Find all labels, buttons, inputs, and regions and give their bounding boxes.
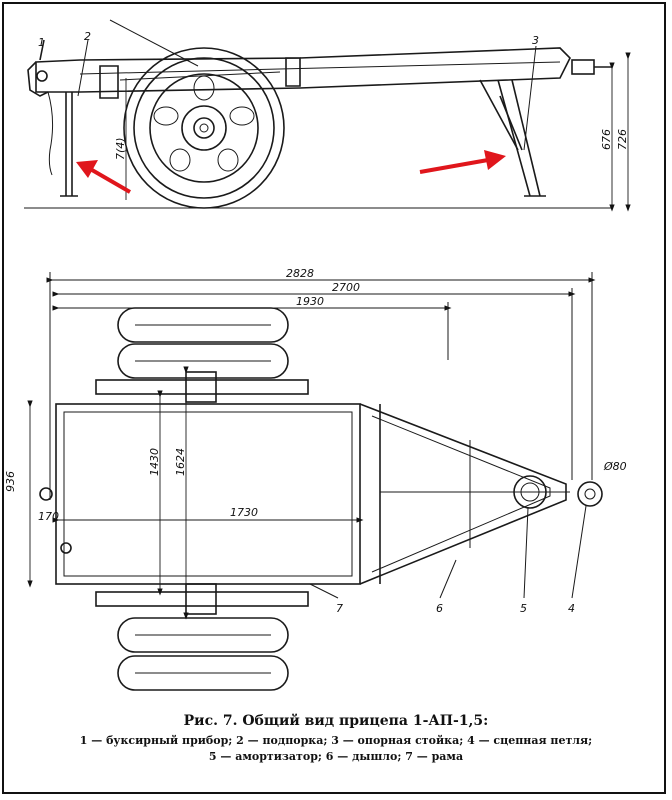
figure-caption: Рис. 7. Общий вид прицепа 1-АП-1,5: 1 — … [0,713,672,765]
dim-loop-80: Ø80 [603,460,627,473]
top-callout-6: 6 [436,602,443,615]
dim-1624: 1624 [174,448,187,476]
side-callout-3: 3 [532,34,539,47]
dim-170: 170 [38,510,59,523]
side-callout-1: 1 [38,36,45,49]
height-dim-726: 726 [616,129,629,150]
dim-936: 936 [4,471,17,492]
dim-2828: 2828 [286,267,314,280]
top-view [27,272,603,691]
top-callout-4: 4 [568,602,575,615]
figure-frame [2,2,666,794]
caption-legend-line-1: 1 — буксирный прибор; 2 — подпорка; 3 — … [79,734,593,747]
dim-1730: 1730 [230,506,258,519]
height-dim-676: 676 [600,129,613,150]
side-callout-2: 2 [84,30,91,43]
top-callout-5: 5 [520,602,527,615]
axle-dim: 7(4) [114,137,127,160]
dim-1430: 1430 [148,448,161,476]
caption-title: Рис. 7. Общий вид прицепа 1-АП-1,5: [183,713,489,729]
dim-2700: 2700 [332,281,360,294]
top-callout-7: 7 [336,602,343,615]
side-view [24,19,631,212]
caption-legend-line-2: 5 — амортизатор; 6 — дышло; 7 — рама [208,750,464,763]
dim-1930: 1930 [296,295,324,308]
